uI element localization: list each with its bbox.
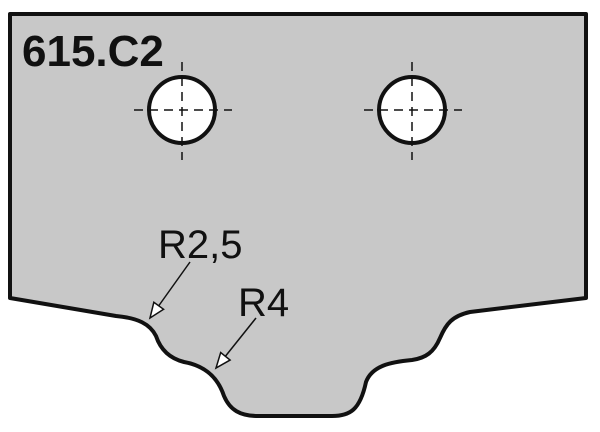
mounting-hole-right	[364, 62, 462, 160]
leader-line-r4	[214, 317, 257, 370]
radius-label-r2-5: R2,5	[158, 223, 243, 267]
part-number: 615.C2	[22, 27, 164, 76]
leader-line-r2-5	[148, 261, 191, 320]
radius-dimension-r4: R4	[214, 281, 289, 370]
mounting-hole-left	[134, 62, 232, 160]
radius-label-r4: R4	[238, 281, 289, 325]
radius-dimension-r2-5: R2,5	[148, 223, 243, 320]
